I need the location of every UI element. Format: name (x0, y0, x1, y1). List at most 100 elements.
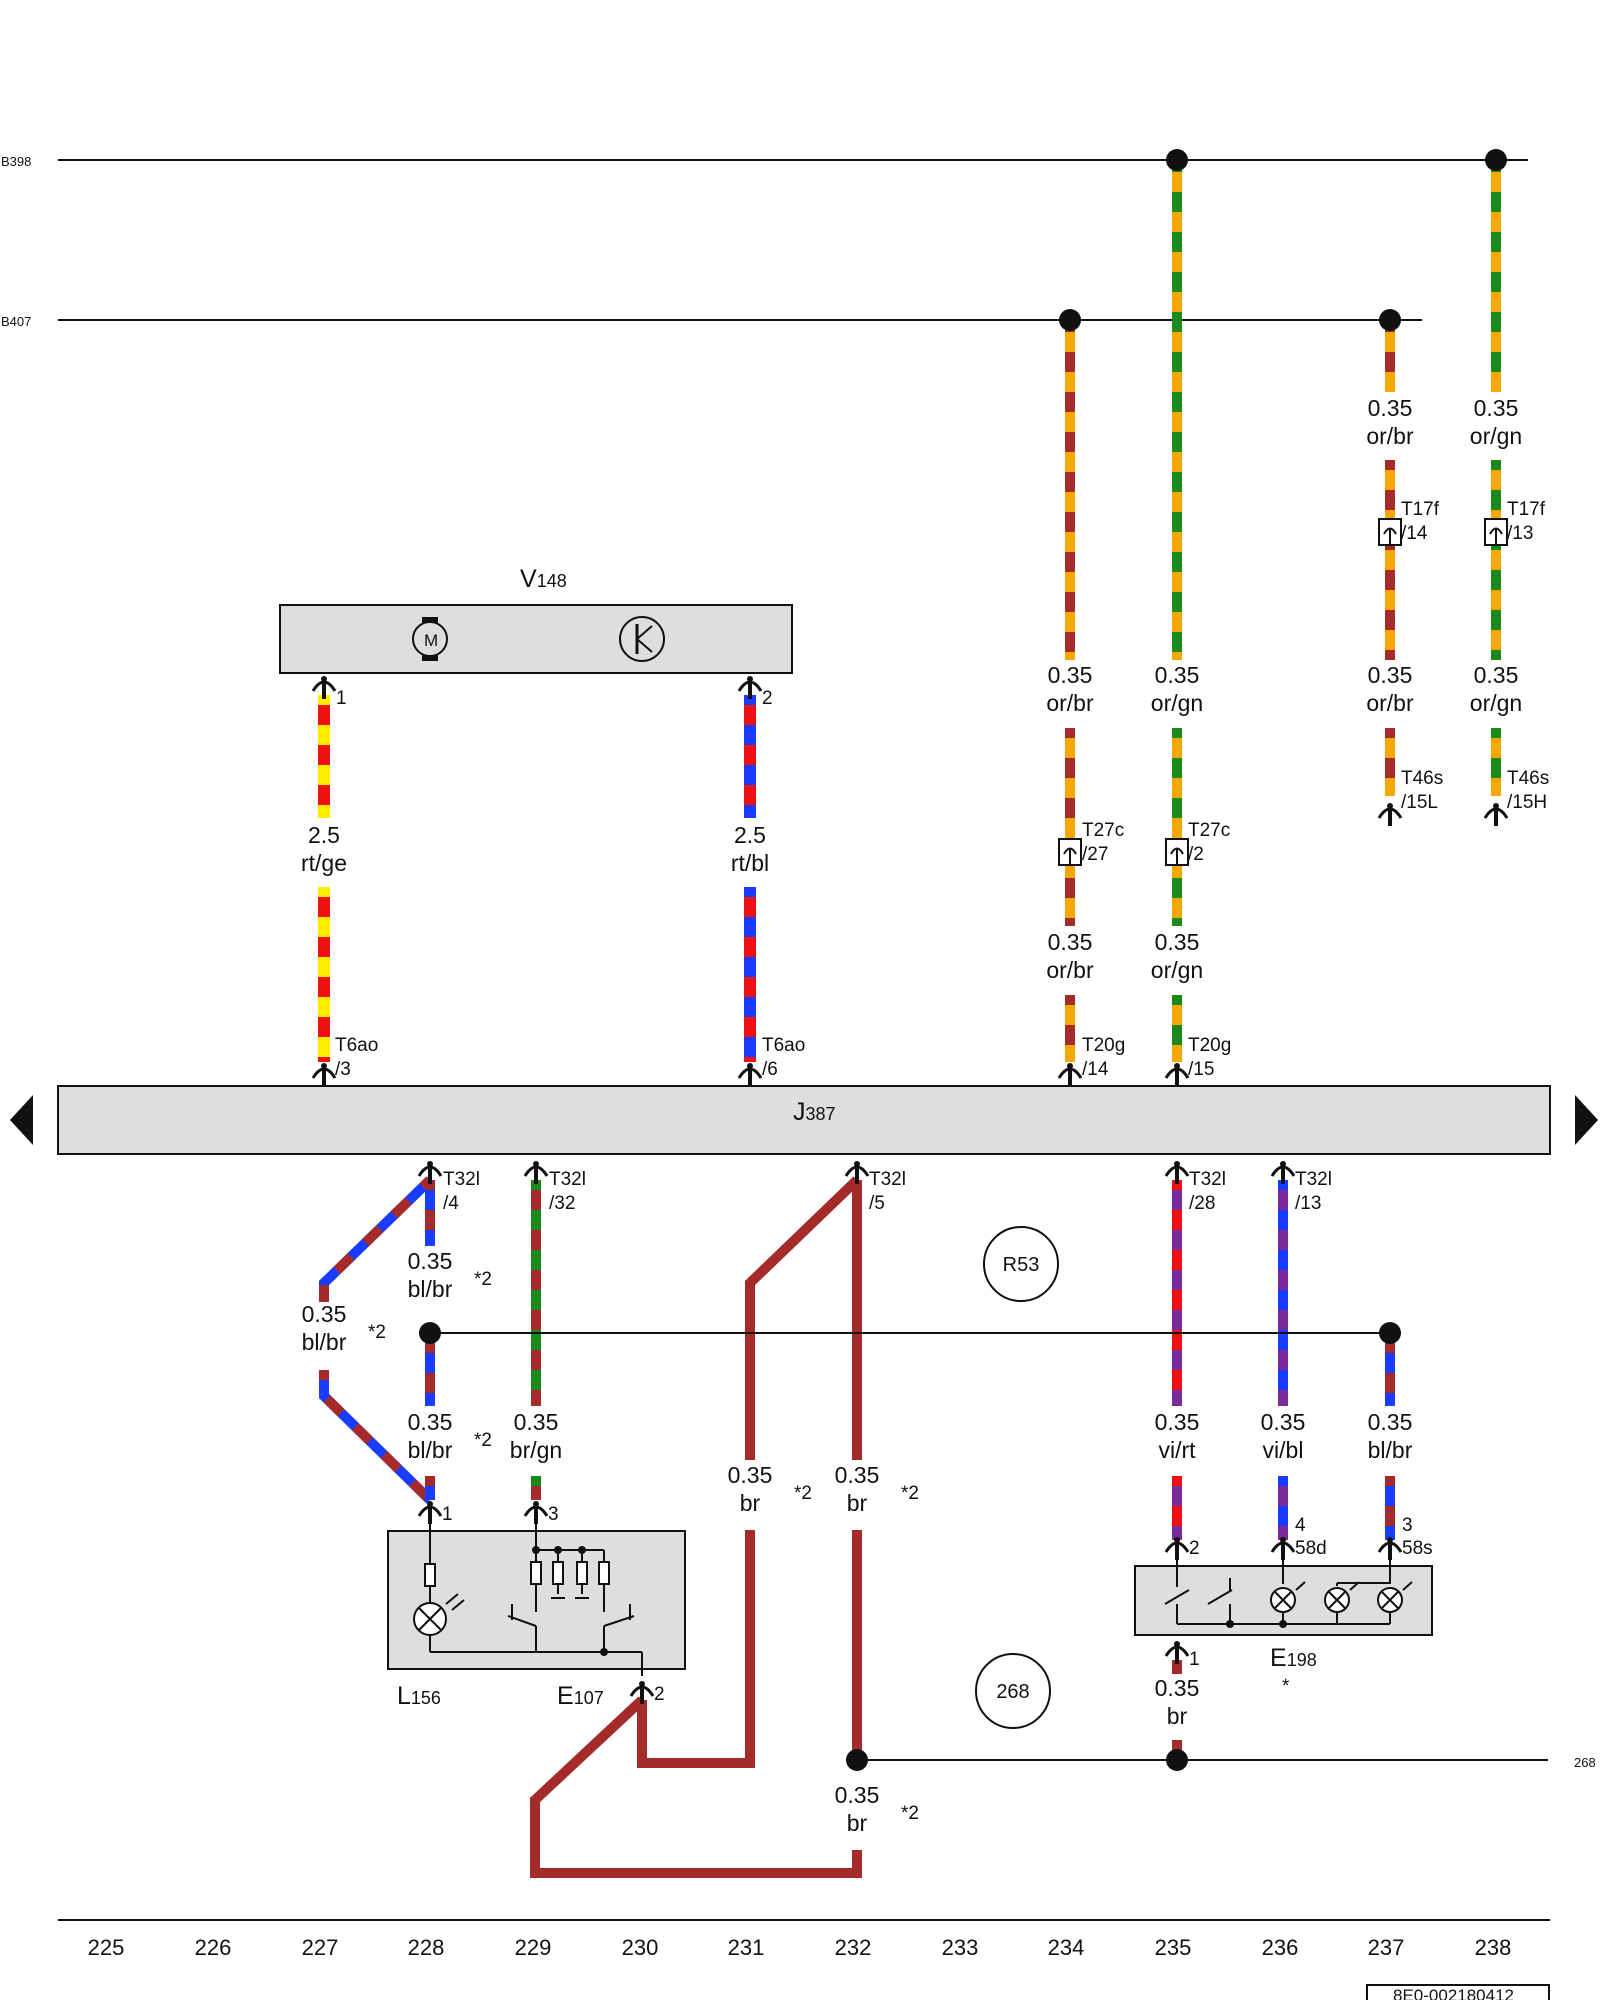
connector-pin-icon (844, 1161, 870, 1184)
wire-size: 0.35 (1155, 1409, 1200, 1435)
column-number: 232 (835, 1935, 872, 1960)
connector-label: 3 (548, 1504, 559, 1525)
resistor-icon (576, 1561, 588, 1585)
wire-note: *2 (474, 1269, 492, 1290)
wire-color-code: bl/br (408, 1437, 453, 1463)
connector-pins (311, 518, 1509, 1704)
connector-label: 1 (336, 688, 347, 709)
reference-circles: R53 268 268 (975, 1226, 1596, 1770)
connector-label: T32l (1189, 1169, 1226, 1190)
wire-size: 0.35 (302, 1301, 347, 1327)
wire-note: *2 (368, 1322, 386, 1343)
connector-label: T17f (1507, 499, 1546, 520)
connector-label: T32l (443, 1169, 480, 1190)
connector-label: T27c (1188, 820, 1230, 841)
connector-pin-icon (737, 1063, 763, 1086)
connector-label: 2 (762, 688, 773, 709)
connector-label: T46s (1507, 768, 1549, 789)
connector-pin-icon (1164, 1063, 1190, 1086)
column-number: 226 (195, 1935, 232, 1960)
connector-pin-icon (417, 1161, 443, 1184)
connector-pin-icon (1270, 1161, 1296, 1184)
connector-pin-icon (523, 1501, 549, 1524)
switch-block-e198: E198 * (1134, 1556, 1433, 1697)
wire-stripe (319, 1176, 434, 1302)
wire-color-code: rt/ge (301, 850, 347, 876)
connector-label: T32l (549, 1169, 586, 1190)
wire-size: 0.35 (1474, 395, 1519, 421)
junction-dot (419, 1322, 441, 1344)
connector-pin-icon (1164, 1641, 1190, 1664)
connector-label: T6ao (335, 1035, 378, 1056)
column-number: 233 (942, 1935, 979, 1960)
wire-color-code: br (740, 1490, 761, 1516)
wire-label: 2.5rt/ge (301, 822, 347, 876)
wire-size: 0.35 (835, 1462, 880, 1488)
wires (318, 162, 1501, 1878)
lamp-icon-cross (1274, 1591, 1292, 1609)
wire-size: 0.35 (1368, 662, 1413, 688)
connector-pin-icon (1164, 1161, 1190, 1184)
connector-label: /5 (869, 1193, 885, 1214)
column-number: 234 (1048, 1935, 1085, 1960)
connector-label: /3 (335, 1059, 351, 1080)
resistor-icon (552, 1561, 564, 1585)
connector-label: /6 (762, 1059, 778, 1080)
junction-dot (1485, 149, 1507, 171)
wire-227-diag-lower (319, 1370, 434, 1504)
wire-base (637, 1530, 755, 1768)
wire-color-code: or/br (1366, 690, 1414, 716)
connector-label: /28 (1189, 1193, 1215, 1214)
lamp-light-rays-icon (445, 1593, 465, 1611)
e198-lamp-legs (1282, 1612, 1391, 1624)
wire-color-code: bl/br (302, 1329, 347, 1355)
motor-v148-box (279, 604, 793, 674)
wire-label: 2.5rt/bl (731, 822, 769, 876)
connector-label: 2 (1189, 1538, 1200, 1559)
wire-color-code: br (847, 1490, 868, 1516)
inline-connector-icon (1165, 838, 1189, 866)
continue-left-icon (10, 1095, 33, 1145)
resistor-icon (598, 1561, 610, 1585)
wire-230-loop (530, 1696, 862, 1878)
wire-size: 0.35 (514, 1409, 559, 1435)
signal-lines (430, 1332, 1548, 1761)
connector-pin-icon (1377, 1537, 1403, 1560)
reference-circle-268 (975, 1653, 1051, 1729)
wire-size: 0.35 (1155, 662, 1200, 688)
connector-label: 1 (442, 1504, 453, 1525)
wire-color-code: br/gn (510, 1437, 562, 1463)
connector-pin-icon (1164, 1537, 1190, 1560)
reference-r53-label: R53 (1003, 1254, 1040, 1276)
connector-pin-icon (1483, 803, 1509, 826)
connector-label: /13 (1507, 523, 1533, 544)
connector-label: 1 (1189, 1649, 1200, 1670)
column-number: 229 (515, 1935, 552, 1960)
sensor-symbol-arrow (636, 638, 653, 653)
wire-size: 0.35 (1048, 929, 1093, 955)
wire-231-upper (745, 1176, 861, 1460)
switch-block-e107: L156 E107 (387, 1522, 686, 1710)
wire-size: 0.35 (835, 1782, 880, 1808)
connector-label: T32l (1295, 1169, 1332, 1190)
junction-dots (419, 149, 1507, 1771)
wire-size: 0.35 (408, 1409, 453, 1435)
lamp-light-rays-icon (1295, 1581, 1413, 1591)
wire-color-code: or/br (1046, 957, 1094, 983)
wire-note: *2 (474, 1430, 492, 1451)
wire-color-code: or/gn (1151, 690, 1203, 716)
wire-color-code: or/gn (1470, 690, 1522, 716)
wire-color-code: bl/br (1368, 1437, 1413, 1463)
reference-268-label: 268 (996, 1681, 1029, 1703)
